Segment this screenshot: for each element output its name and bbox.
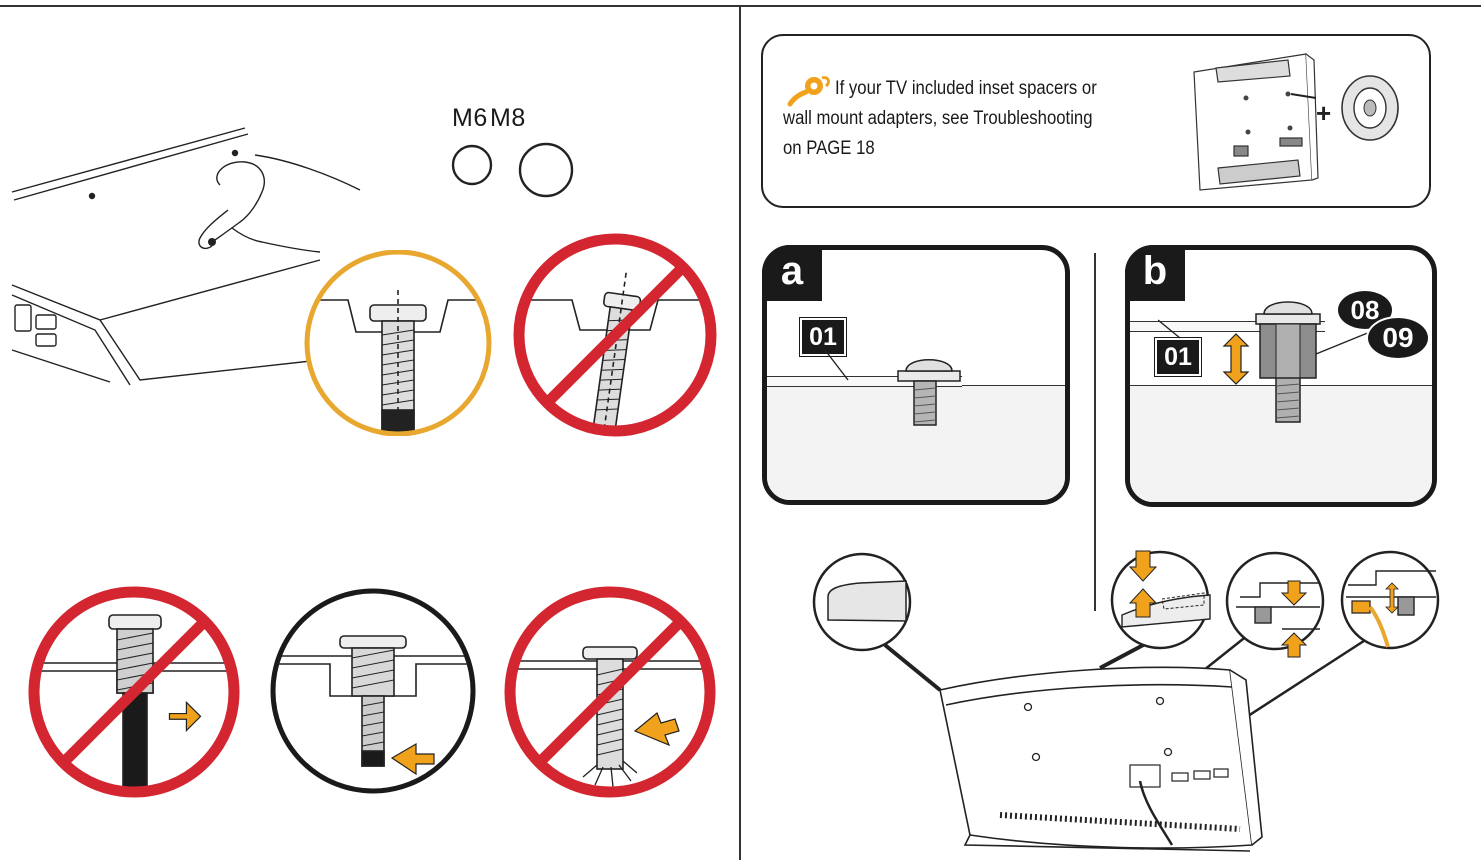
panel-a-part-label: 01: [799, 317, 847, 357]
note-line-3: on PAGE 18: [783, 138, 875, 159]
troubleshooting-note-box: [761, 34, 1431, 208]
note-line-2: wall mount adapters, see Troubleshooting: [783, 108, 1093, 129]
svg-text:+: +: [1316, 98, 1331, 128]
panel-b-spacer-screw: [1158, 301, 1371, 423]
tv-back-with-hand-illustration: [11, 127, 361, 386]
prohibited-screw-too-deep-detail: [28, 586, 240, 798]
key-question-icon: [787, 76, 831, 107]
correct-screw-detail: [304, 250, 492, 436]
center-divider: [739, 5, 741, 860]
panel-a-letter: a: [780, 249, 804, 293]
prohibited-overtightened-screw-detail: [504, 586, 716, 798]
spacer-label-09: 09: [1366, 316, 1430, 360]
panel-a-letter-badge: a: [762, 245, 822, 301]
screw-size-m8-label: M8: [490, 104, 526, 132]
screw-size-circles: [451, 142, 574, 198]
panel-a-screw: [824, 349, 961, 426]
screw-size-m6-label: M6: [452, 104, 488, 132]
panel-divider: [1094, 253, 1096, 611]
tv-rear-callout-illustration: [812, 550, 1440, 852]
m6-size-circle: [451, 144, 493, 186]
tv-adapter-illustration: +: [1193, 53, 1399, 191]
panel-b-part-label: 01: [1154, 337, 1202, 377]
prohibited-angled-screw-detail: [513, 233, 717, 437]
panel-b-letter: b: [1142, 249, 1168, 293]
panel-b-letter-badge: b: [1125, 245, 1185, 301]
m8-size-circle: [518, 142, 574, 198]
correct-spacer-screw-detail: [270, 588, 476, 794]
note-line-1: If your TV included inset spacers or: [835, 78, 1097, 99]
